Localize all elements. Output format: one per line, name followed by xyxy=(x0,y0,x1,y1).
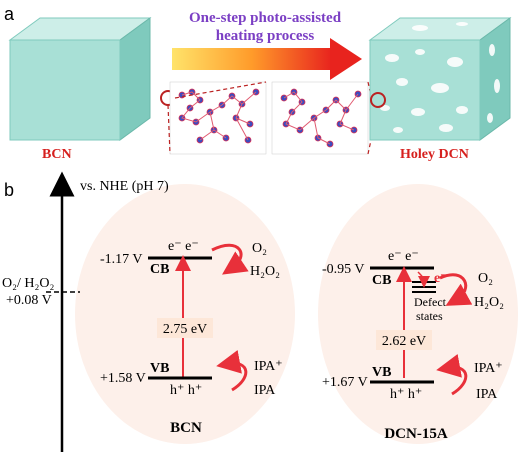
dcn-vb-potential: +1.67 V xyxy=(322,375,368,390)
dcn-name: DCN-15A xyxy=(384,426,447,442)
dcn-o2-reduction-arrow xyxy=(439,273,473,306)
process-line1: One-step photo-assisted xyxy=(189,10,342,26)
defect-label-2: states xyxy=(416,309,443,323)
bcn-gap-box xyxy=(157,318,213,338)
holey-dcn-cube xyxy=(368,17,512,141)
dcn-bands: -0.95 V CB e⁻ e⁻ 2.62 eV e⁻ Defect state… xyxy=(322,249,504,442)
dcn-h2o2: H₂O₂ xyxy=(474,295,504,310)
process-line2: heating process xyxy=(216,28,315,44)
panel-b-letter: b xyxy=(4,180,14,200)
bcn-label: BCN xyxy=(42,147,72,162)
bcn-cb-label: CB xyxy=(150,262,169,277)
dcn-electrons: e⁻ e⁻ xyxy=(388,249,419,264)
dcn-ipa: IPA xyxy=(476,387,498,402)
dcn-ipa-plus: IPA⁺ xyxy=(474,361,503,376)
ref-line1: O₂/ H₂O₂ xyxy=(2,276,54,291)
dcn-gap-box xyxy=(376,330,432,350)
dcn-cb-potential: -0.95 V xyxy=(322,262,365,277)
dcn-band-gap: 2.62 eV xyxy=(382,334,426,349)
bcn-structure xyxy=(169,81,267,155)
bcn-cube xyxy=(8,17,152,141)
bcn-bands: -1.17 V CB e⁻ e⁻ 2.75 eV +1.58 V VB h⁺ h… xyxy=(100,239,283,436)
bcn-vb-potential: +1.58 V xyxy=(100,371,146,386)
bcn-ipa: IPA xyxy=(254,383,276,398)
dcn-zoom-circle xyxy=(370,92,386,108)
process-arrow xyxy=(172,38,362,80)
dcn-o2: O₂ xyxy=(478,271,493,286)
defect-label-1: Defect xyxy=(414,295,447,309)
dcn-vb-label: VB xyxy=(372,365,391,380)
bcn-ipa-plus: IPA⁺ xyxy=(254,359,283,374)
bcn-vb-label: VB xyxy=(150,361,169,376)
bcn-ellipse xyxy=(75,184,295,444)
bcn-cb-potential: -1.17 V xyxy=(100,252,143,267)
axis-label: vs. NHE (pH 7) xyxy=(80,179,169,194)
bcn-o2: O₂ xyxy=(252,241,267,256)
bcn-band-gap: 2.75 eV xyxy=(163,322,207,337)
dcn-ellipse xyxy=(318,184,518,444)
bcn-ipa-oxidation-arrow xyxy=(216,350,248,392)
dcn-holes: h⁺ h⁺ xyxy=(390,387,422,402)
bcn-h2o2: H₂O₂ xyxy=(250,264,280,279)
dcn-structure xyxy=(271,81,369,155)
bcn-holes: h⁺ h⁺ xyxy=(170,383,202,398)
defect-states xyxy=(412,271,436,293)
bcn-name: BCN xyxy=(170,420,202,436)
dcn-cb-label: CB xyxy=(372,273,391,288)
ref-line2: +0.08 V xyxy=(6,293,52,308)
dcn-ipa-oxidation-arrow xyxy=(436,354,468,396)
bcn-o2-reduction-arrow xyxy=(211,243,249,275)
bcn-electrons: e⁻ e⁻ xyxy=(168,239,199,254)
panel-a-letter: a xyxy=(4,4,15,24)
holey-dcn-label: Holey DCN xyxy=(400,147,469,162)
